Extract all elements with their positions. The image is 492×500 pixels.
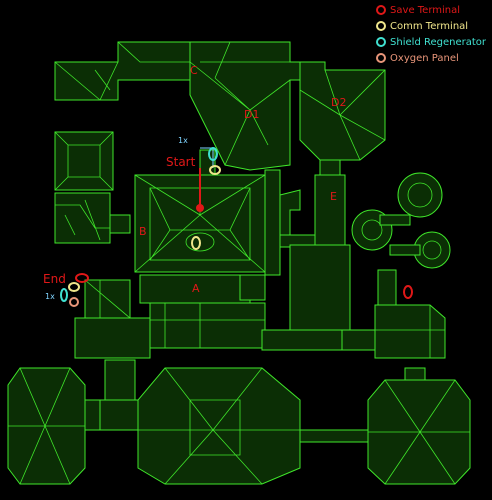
label-b: B (139, 225, 147, 238)
shield-regenerator-icon (208, 147, 218, 161)
legend-label: Save Terminal (390, 4, 461, 16)
shield-count-left: 1x (45, 292, 55, 301)
legend-label: Comm Terminal (390, 20, 469, 32)
room-d2 (299, 61, 386, 161)
label-e: E (330, 190, 337, 203)
legend-item-oxygen-panel: Oxygen Panel (376, 50, 486, 66)
comm-terminal-icon (209, 165, 221, 175)
legend-item-shield-regenerator: Shield Regenerator (376, 34, 486, 50)
save-terminal-icon (403, 285, 413, 299)
label-c: C (190, 64, 198, 77)
oxygen-panel-icon (376, 53, 387, 63)
label-d2: D2 (331, 96, 346, 109)
comm-terminal-icon (376, 21, 387, 31)
room-west-lower (54, 192, 131, 244)
legend-item-comm-terminal: Comm Terminal (376, 18, 486, 34)
oxygen-panel-icon (69, 297, 79, 307)
map-markers (60, 147, 413, 307)
room-east-circles (351, 172, 451, 306)
map-legend: Save Terminal Comm Terminal Shield Regen… (376, 2, 486, 66)
label-d1: D1 (244, 108, 259, 121)
label-a: A (192, 282, 200, 295)
legend-item-save-terminal: Save Terminal (376, 2, 486, 18)
legend-label: Oxygen Panel (390, 52, 459, 64)
room-south-hub (137, 367, 369, 485)
corridor-network (74, 149, 351, 431)
save-terminal-icon (376, 5, 387, 15)
shield-count-top: 1x (178, 136, 188, 145)
comm-terminal-icon (68, 282, 80, 292)
room-southwest (7, 367, 101, 485)
comm-terminal-icon (191, 236, 201, 250)
room-west-octagon (54, 131, 114, 191)
start-marker (196, 204, 204, 212)
label-end: End (43, 272, 66, 286)
room-northwest-wing (54, 41, 201, 101)
shield-regenerator-icon (60, 288, 68, 302)
room-southeast (341, 304, 471, 485)
legend-label: Shield Regenerator (390, 36, 486, 48)
room-c (189, 41, 301, 171)
save-terminal-icon (75, 273, 89, 283)
shield-regenerator-icon (376, 37, 387, 47)
label-start: Start (166, 155, 196, 169)
